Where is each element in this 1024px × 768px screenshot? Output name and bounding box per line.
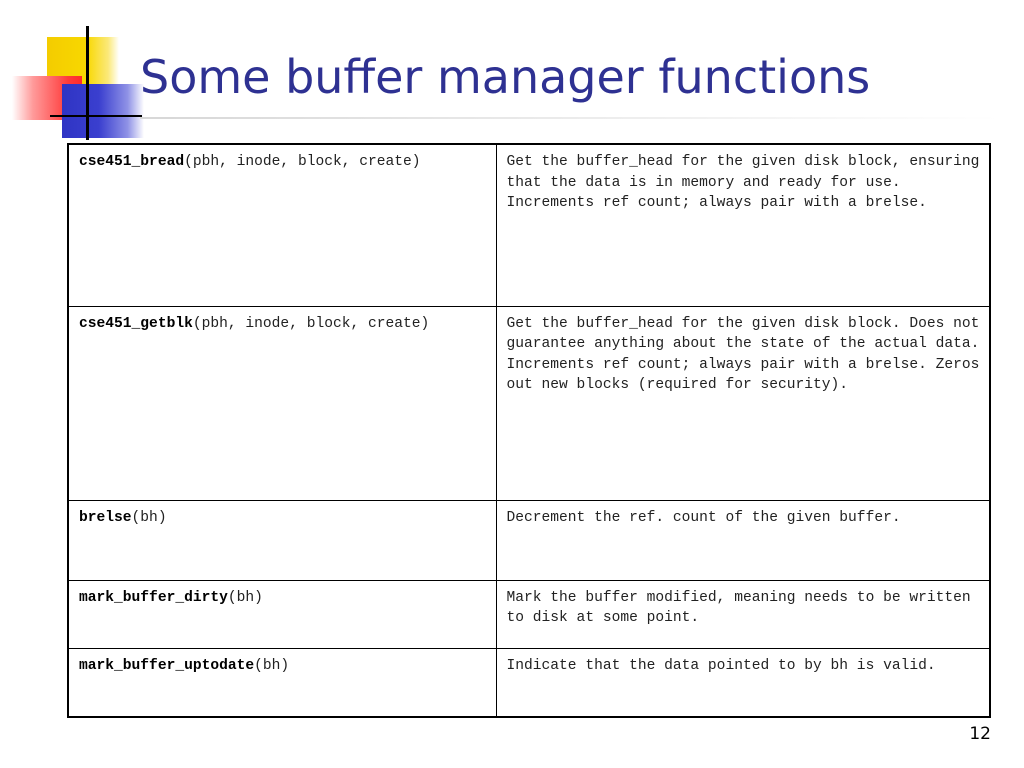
function-description-cell: Decrement the ref. count of the given bu…: [495, 499, 989, 581]
slide-title: Some buffer manager functions: [140, 50, 871, 104]
function-args: (bh): [131, 509, 167, 526]
table-row: mark_buffer_dirty(bh) Mark the buffer mo…: [69, 579, 989, 649]
logo-vertical-line: [86, 26, 89, 140]
function-name: brelse: [79, 509, 132, 526]
table-row: cse451_getblk(pbh, inode, block, create)…: [69, 305, 989, 501]
function-signature-cell: cse451_getblk(pbh, inode, block, create): [69, 305, 497, 501]
logo-horizontal-line: [50, 115, 142, 117]
function-args: (bh): [254, 657, 290, 674]
function-name: mark_buffer_dirty: [79, 589, 228, 606]
function-name: cse451_bread: [79, 154, 185, 170]
page-number: 12: [969, 724, 991, 744]
function-args: (bh): [227, 589, 263, 606]
function-description-cell: Mark the buffer modified, meaning needs …: [495, 579, 989, 649]
function-signature-cell: mark_buffer_uptodate(bh): [69, 647, 497, 718]
function-signature-cell: mark_buffer_dirty(bh): [69, 579, 497, 649]
function-description-cell: Get the buffer_head for the given disk b…: [495, 305, 989, 501]
function-description-cell: Get the buffer_head for the given disk b…: [495, 145, 989, 307]
title-underline: [140, 117, 1000, 119]
function-signature-cell: brelse(bh): [69, 499, 497, 581]
table-row: mark_buffer_uptodate(bh) Indicate that t…: [69, 647, 989, 718]
function-description-cell: Indicate that the data pointed to by bh …: [495, 647, 989, 718]
function-signature-cell: cse451_bread(pbh, inode, block, create): [69, 145, 497, 307]
functions-table: cse451_bread(pbh, inode, block, create) …: [67, 143, 991, 718]
table-row: cse451_bread(pbh, inode, block, create) …: [69, 145, 989, 307]
function-args: (pbh, inode, block, create): [192, 315, 430, 332]
function-name: mark_buffer_uptodate: [79, 657, 255, 674]
function-name: cse451_getblk: [79, 315, 193, 332]
table-row: brelse(bh) Decrement the ref. count of t…: [69, 499, 989, 581]
logo-blue-block: [62, 84, 144, 138]
function-args: (pbh, inode, block, create): [184, 154, 421, 170]
